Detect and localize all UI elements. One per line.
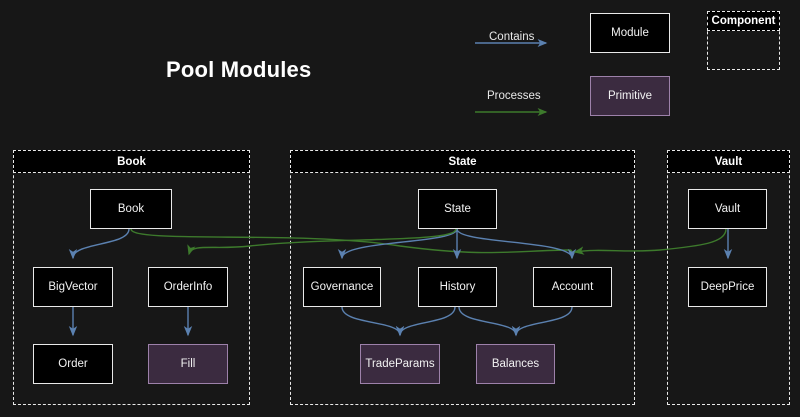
- group-vault-label: Vault: [714, 155, 743, 168]
- node-vault-label: Vault: [714, 203, 741, 215]
- node-balances-label: Balances: [491, 358, 540, 370]
- node-bigvector[interactable]: BigVector: [33, 267, 113, 307]
- group-vault-header: Vault: [667, 150, 790, 173]
- node-book-label: Book: [117, 203, 145, 215]
- node-deepprice[interactable]: DeepPrice: [688, 267, 767, 307]
- node-history-label: History: [439, 281, 476, 293]
- node-balances[interactable]: Balances: [476, 344, 555, 384]
- legend-processes-arrow-icon: [475, 107, 548, 117]
- node-tradeparams-label: TradeParams: [365, 358, 435, 370]
- node-fill-label: Fill: [180, 358, 196, 370]
- node-bigvector-label: BigVector: [48, 281, 98, 293]
- legend-contains-arrow-icon: [475, 38, 548, 48]
- node-state-label: State: [444, 203, 471, 215]
- node-deepprice-label: DeepPrice: [700, 281, 755, 293]
- legend-contains-label: Contains: [489, 31, 535, 43]
- group-state-label: State: [448, 155, 477, 168]
- node-tradeparams[interactable]: TradeParams: [360, 344, 440, 384]
- node-account[interactable]: Account: [533, 267, 612, 307]
- node-governance-label: Governance: [310, 281, 374, 293]
- node-governance[interactable]: Governance: [303, 267, 381, 307]
- group-book-header: Book: [13, 150, 250, 173]
- group-book-label: Book: [117, 155, 146, 168]
- node-orderinfo[interactable]: OrderInfo: [148, 267, 228, 307]
- node-fill[interactable]: Fill: [148, 344, 228, 384]
- node-orderinfo-label: OrderInfo: [163, 281, 213, 293]
- legend-module-label: Module: [611, 27, 649, 39]
- node-vault[interactable]: Vault: [688, 189, 767, 229]
- legend-component-header: Component: [707, 11, 780, 31]
- node-history[interactable]: History: [418, 267, 497, 307]
- group-state-header: State: [290, 150, 635, 173]
- legend-component-label: Component: [711, 15, 776, 27]
- node-order[interactable]: Order: [33, 344, 113, 384]
- node-order-label: Order: [58, 358, 88, 370]
- legend-primitive-label: Primitive: [607, 90, 653, 102]
- legend-primitive-box: Primitive: [590, 76, 670, 116]
- node-account-label: Account: [551, 281, 594, 293]
- legend-module-box: Module: [590, 13, 670, 53]
- node-book[interactable]: Book: [90, 189, 172, 229]
- node-state[interactable]: State: [418, 189, 497, 229]
- page-title: Pool Modules: [166, 57, 312, 82]
- legend-processes-label: Processes: [487, 90, 541, 102]
